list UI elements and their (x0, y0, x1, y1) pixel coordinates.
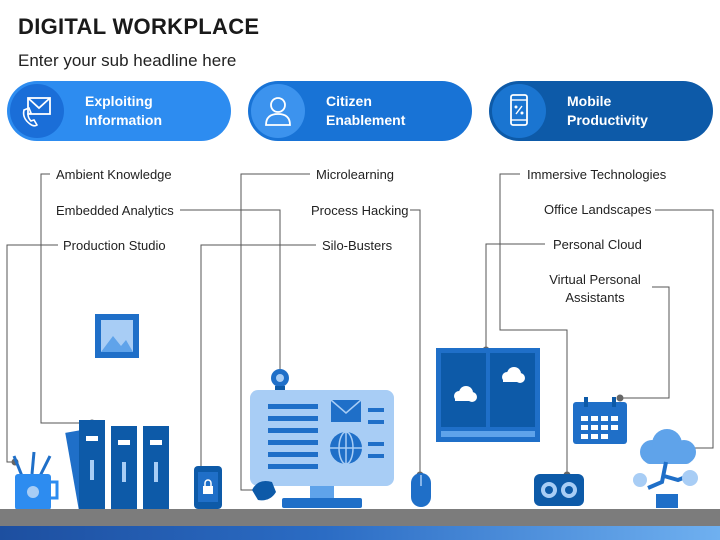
connector-ambient-knowledge (40, 173, 92, 424)
category-citizen-enablement: Citizen Enablement (248, 81, 472, 141)
label-immersive-technologies: Immersive Technologies (527, 167, 667, 182)
smartphone-icon (492, 84, 546, 138)
connector-microlearning (240, 173, 310, 491)
label-process-hacking: Process Hacking (311, 203, 409, 218)
label-vpa-line2: Assistants (565, 290, 625, 305)
connector-production-studio (6, 244, 58, 463)
label-vpa-line1: Virtual Personal (549, 272, 641, 287)
label-office-landscapes: Office Landscapes (544, 202, 652, 217)
binders-icon (65, 420, 169, 512)
pencil-cup-icon (12, 451, 59, 510)
category-1-line2: Information (85, 112, 162, 128)
page-title: DIGITAL WORKPLACE (18, 14, 260, 39)
category-exploiting-information: Exploiting Information (7, 81, 231, 141)
window-cloud-icon (436, 348, 540, 442)
mouse-icon (411, 473, 431, 507)
category-3-line1: Mobile (567, 93, 612, 109)
floor-bar (0, 509, 720, 526)
vr-headset-icon (534, 474, 584, 506)
label-ambient-knowledge: Ambient Knowledge (56, 167, 172, 182)
picture-frame-icon (95, 314, 139, 358)
label-microlearning: Microlearning (316, 167, 395, 182)
category-2-line2: Enablement (326, 112, 406, 128)
connector-process-hacking (410, 209, 421, 475)
globe-icon (330, 431, 362, 465)
connector-virtual-assistants (620, 286, 670, 399)
connector-immersive-technologies (499, 173, 568, 475)
category-3-line2: Productivity (567, 112, 648, 128)
bottom-accent-strip (0, 526, 720, 540)
page-subtitle: Enter your sub headline here (18, 51, 237, 70)
smartphone-lock-icon (194, 466, 222, 509)
user-icon (251, 84, 305, 138)
connector-embedded-analytics (180, 209, 281, 372)
envelope-icon (330, 399, 362, 422)
calendar-icon (573, 397, 627, 444)
webcam-icon (271, 369, 289, 390)
connector-personal-cloud (485, 243, 545, 350)
label-embedded-analytics: Embedded Analytics (56, 203, 174, 218)
cloud-tree-icon (633, 429, 698, 508)
label-production-studio: Production Studio (63, 238, 166, 253)
connector-silo-busters (200, 244, 316, 470)
category-1-line1: Exploiting (85, 93, 153, 109)
label-silo-busters: Silo-Busters (322, 238, 393, 253)
hand-icon (252, 481, 276, 501)
connector-dot (616, 394, 624, 402)
category-2-line1: Citizen (326, 93, 372, 109)
category-mobile-productivity: Mobile Productivity (489, 81, 713, 141)
email-phone-icon (10, 84, 64, 138)
label-personal-cloud: Personal Cloud (553, 237, 642, 252)
label-virtual-personal-assistants: Virtual Personal Assistants (543, 272, 647, 305)
connector-office-landscapes (655, 209, 714, 449)
